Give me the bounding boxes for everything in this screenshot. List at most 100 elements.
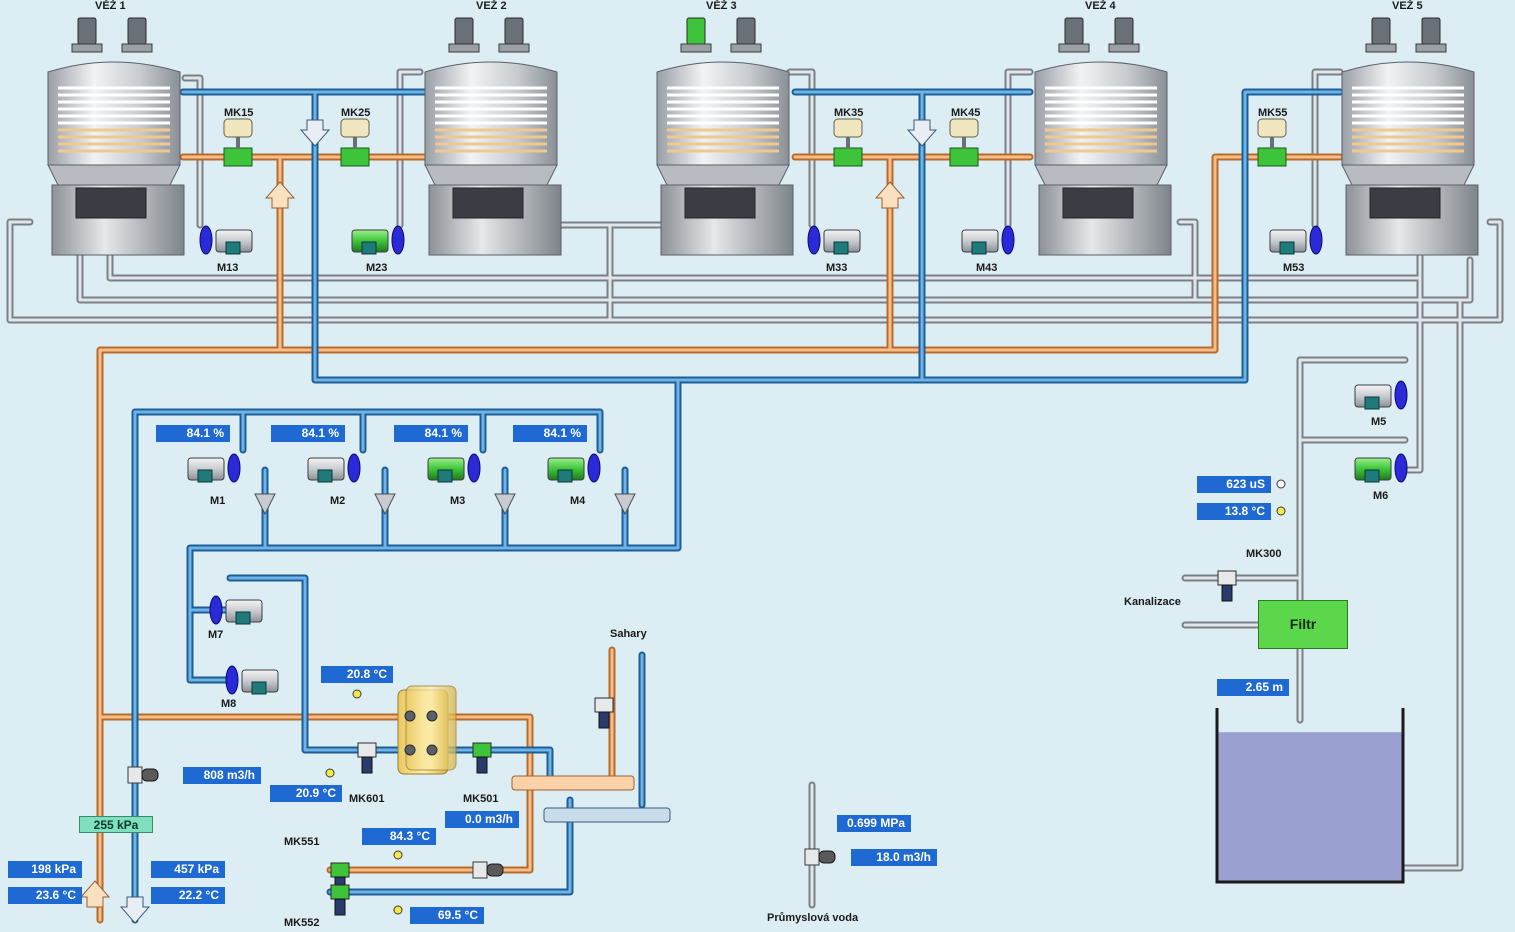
mk551-temp-readout: 84.3 °C [362,828,436,845]
pump-m7[interactable] [209,595,263,625]
plate-heat-exchanger[interactable] [397,685,457,775]
tower-2-label: VEŽ 2 [476,0,507,12]
pump-coupling-icon [557,469,573,483]
valve-mk300-icon[interactable] [1217,570,1237,602]
flow-meter-icon [804,848,836,866]
hot-water-pipes [96,153,1344,924]
cooling-towers [47,17,1479,256]
tower-louver [1369,187,1441,219]
fan-motor-icon [1371,17,1391,45]
valve-mk-5-icon[interactable] [1257,118,1287,167]
check-valve-icon [614,493,636,516]
pump-m23-label: M23 [366,262,388,274]
tower-3-label: VĚŽ 3 [706,0,737,12]
valve-actuator [1221,584,1233,602]
tower-cone [656,164,790,186]
pressure-right-readout: 457 kPa [151,861,225,878]
industrial-water-label: Průmyslová voda [767,912,859,924]
valve-mk55-label: MK55 [1258,107,1288,119]
pump-m4[interactable] [547,453,601,483]
pump-coupling-icon [1364,469,1380,483]
tower-louver [1062,187,1134,219]
valve-stem [236,135,240,149]
pump-m33-label: M33 [826,262,848,274]
temp-right-readout: 22.2 °C [151,887,225,904]
pump-m43[interactable] [961,225,1015,255]
instrument-valves [127,570,1237,916]
valve-actuator [949,118,979,138]
hx-temp-top-readout: 20.8 °C [321,666,393,683]
fan-base-icon [1058,43,1090,53]
cooling-tower-3[interactable] [656,17,794,256]
pump-coupling-icon [1364,396,1380,410]
check-valve-icon [494,493,516,516]
pump-m3[interactable] [427,453,481,483]
valve-body [357,742,377,758]
pump-m13[interactable] [199,225,253,255]
fan-motor-icon [1114,17,1134,45]
industrial-pressure-readout: 0.699 MPa [837,815,911,832]
pump-volute-icon [227,453,241,483]
valve-mk552-icon[interactable] [330,884,350,916]
valve-body [472,742,492,758]
fan-motor-icon [1064,17,1084,45]
sensor-dots [325,479,1286,915]
valve-body [1257,147,1287,167]
pumps [187,225,1408,695]
fan-base-icon [71,43,103,53]
valve-body [223,147,253,167]
cooling-tower-2[interactable] [424,17,562,256]
pump-m1[interactable] [187,453,241,483]
arrow-down-icon [906,119,938,147]
valve-actuator [833,118,863,138]
valve-mk300-label: MK300 [1246,548,1282,560]
cold-water-pipes [131,88,1344,924]
pump-volute-icon [199,225,213,255]
cooling-tower-4[interactable] [1034,17,1172,256]
valve-body [949,147,979,167]
cooling-tower-5[interactable] [1341,17,1479,256]
cooling-tower-1[interactable] [47,17,185,256]
pump-coupling-icon [971,241,987,255]
arrow-up-icon [264,181,296,209]
valve-stem [962,135,966,149]
pump-m53[interactable] [1269,225,1323,255]
valve-sahary-icon[interactable] [594,697,614,729]
check-valve-icon [254,493,276,516]
valve-mk-1-icon[interactable] [223,118,253,167]
valve-mk601-icon[interactable] [357,742,377,774]
pump-m23[interactable] [351,225,405,255]
pump-coupling-icon [317,469,333,483]
valve-stem [1270,135,1274,149]
flow-arrows [79,119,938,924]
fan-base-icon [1415,43,1447,53]
pump-m4-label: M4 [570,495,586,507]
tower-cone [1034,164,1168,186]
fan-motor-icon [504,17,524,45]
valve-mk-4-icon[interactable] [949,118,979,167]
arrow-down-icon [119,896,151,924]
grey-pipe-network [6,68,1504,909]
pump-coupling-icon [437,469,453,483]
check-valve-icon [374,493,396,516]
temp-left-readout: 23.6 °C [8,887,82,904]
pump-m6[interactable] [1354,453,1408,483]
valve-mk-2-icon[interactable] [340,118,370,167]
pump-volute-icon [1394,453,1408,483]
fan-base-icon [1108,43,1140,53]
pump-volute-icon [209,595,223,625]
fan-base-icon [448,43,480,53]
pump-m2[interactable] [307,453,361,483]
pump-m8[interactable] [225,665,279,695]
pump-m5[interactable] [1354,380,1408,410]
valve-mk501-icon[interactable] [472,742,492,774]
pump-volute-icon [587,453,601,483]
fan-motor-icon [77,17,97,45]
filter-unit[interactable]: Filtr [1258,600,1348,649]
temp-sensor-icon [325,768,335,778]
pump-m33[interactable] [807,225,861,255]
pump-volute-icon [807,225,821,255]
valve-body [330,884,350,900]
valve-mk-3-icon[interactable] [833,118,863,167]
